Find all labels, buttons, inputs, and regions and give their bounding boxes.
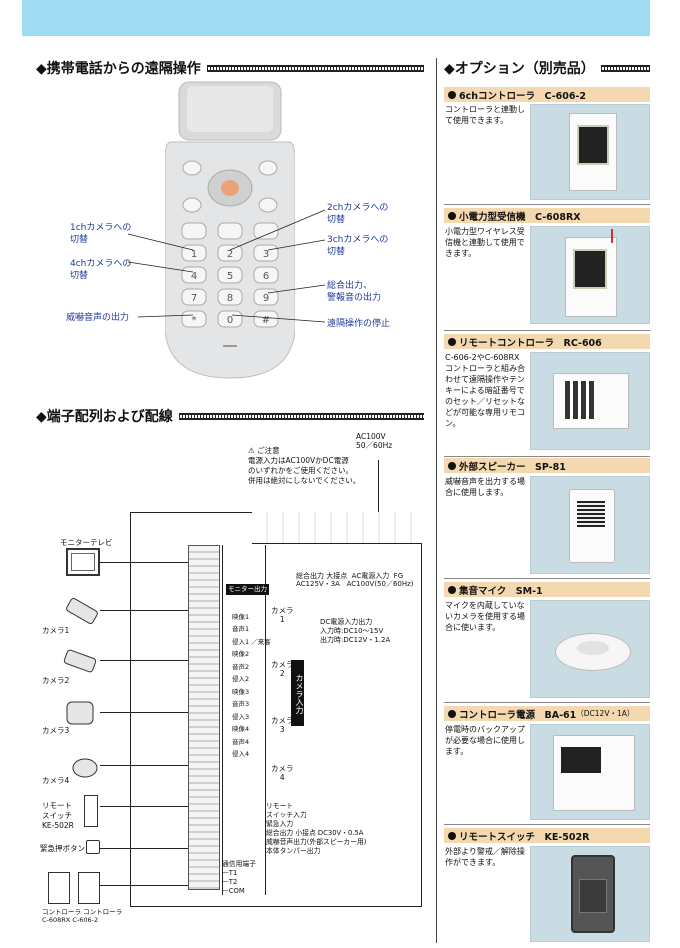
control-unit-box: [130, 512, 422, 907]
callout-ch4: 4chカメラへの 切替: [70, 259, 132, 281]
key-star: *: [192, 315, 197, 326]
wire-cam4: [100, 765, 188, 766]
camera-label-3: カメラ3: [42, 726, 70, 735]
bullet-icon: [448, 461, 456, 470]
wire-remote: [100, 806, 188, 807]
wire-ac: [378, 460, 379, 512]
bottom-terminal-labels: リモート スイッチ入力 緊急入力 総合出力 小接点 DC30V・0.5A 威嚇音…: [266, 802, 367, 855]
option-rc606: リモートコントローラ RC-606: [444, 334, 650, 349]
ac-input-label: AC100V 50／60Hz: [356, 432, 393, 450]
camera-label-1: カメラ1: [42, 626, 70, 635]
bullet-icon: [448, 709, 456, 718]
camera-label-4: カメラ4: [42, 776, 70, 785]
remote-section-title: ◆携帯電話からの遠隔操作: [36, 58, 424, 78]
option-ba61: コントローラ電源 BA-61（DC12V・1A）: [444, 706, 650, 721]
callout-all: 総合出力、 警報音の出力: [327, 281, 382, 303]
option-rc606-desc: C-606-2やC-608RX コントローラと組み合 わせて遠隔操作やテン キー…: [445, 353, 525, 428]
bullet-icon: [448, 337, 456, 346]
controllers-label: コントローラ コントローラ C-608RX C-606-2: [42, 908, 123, 924]
camera-input-label: カメラ入力: [291, 660, 304, 726]
key-2: 2: [227, 249, 233, 260]
key-9: 9: [263, 293, 269, 304]
speaker-sp81-image: [530, 476, 650, 574]
wire-cam3: [100, 712, 188, 713]
camera-label-2: カメラ2: [42, 676, 70, 685]
option-ke502r-desc: 外部より警戒／解除操 作ができます。: [445, 847, 525, 867]
wire-emergency: [100, 848, 188, 849]
option-c608rx: 小電力型受信機 C-608RX: [444, 208, 650, 223]
camera-group-2: カメラ 2: [271, 660, 294, 678]
bullet-icon: [448, 831, 456, 840]
callout-leaders: [127, 209, 326, 323]
top-terminal-labels: 総合出力 大接点 AC電源入力 FG AC125V・3A AC100V(50／6…: [296, 572, 414, 588]
terminal-block: [222, 545, 266, 895]
option-sp81-desc: 威嚇音声を出力する場 合に使用します。: [445, 477, 525, 497]
key-5: 5: [227, 271, 233, 282]
top-color-band: [22, 0, 650, 36]
bullet-icon: [448, 211, 456, 220]
camera-group-3: カメラ 3: [271, 716, 294, 734]
bullet-icon: [448, 585, 456, 594]
callout-ch1: 1chカメラへの 切替: [70, 223, 132, 245]
wire-cam2: [100, 660, 188, 661]
mic-sm1-image: [530, 600, 650, 698]
callout-stop: 遠隔操作の停止: [327, 319, 391, 329]
key-3: 3: [263, 249, 269, 260]
camera-row-labels: 映像1 音声1 侵入1 ／来客 映像2 音声2 侵入2 映像3 音声3 侵入3 …: [232, 612, 271, 759]
top-terminal-strip: [252, 512, 422, 544]
options-section-title: ◆オプション（別売品）: [444, 58, 650, 78]
controller-c608rx-icon: [48, 872, 70, 904]
key-hash: #: [262, 315, 270, 326]
wire-cam1: [100, 610, 188, 611]
monitor-tv-icon: [66, 548, 100, 576]
option-sm1-desc: マイクを内蔵していな いカメラを使用する場 合に使います。: [445, 601, 525, 632]
phone-illustration: 1 2 3 4 5 6 7 8 9 * 0 #: [165, 81, 295, 379]
remote-switch-icon: [84, 795, 98, 827]
key-0: 0: [227, 315, 233, 326]
emergency-button-icon: [86, 840, 100, 854]
option-c606-2-desc: コントローラと連動し て使用できます。: [445, 105, 525, 125]
comm-terminal-labels: 通信用端子 —T1 —T2 —COM: [222, 860, 256, 895]
power-ba61-image: [530, 724, 650, 820]
camera-group-4: カメラ 4: [271, 764, 294, 782]
callout-ch3: 3chカメラへの 切替: [327, 235, 389, 257]
option-c606-2: 6chコントローラ C-606-2: [444, 87, 650, 102]
controller-c606-2-image: [530, 104, 650, 200]
callout-threat: 威嚇音声の出力: [66, 313, 130, 323]
key-6: 6: [263, 271, 269, 282]
option-sm1: 集音マイク SM-1: [444, 582, 650, 597]
option-c608rx-desc: 小電力型ワイヤレス受 信機と連動して使用で きます。: [445, 227, 525, 258]
key-4: 4: [191, 271, 197, 282]
bullet-icon: [448, 90, 456, 99]
option-ke502r: リモートスイッチ KE-502R: [444, 828, 650, 843]
key-7: 7: [191, 293, 197, 304]
column-divider: [436, 58, 437, 943]
emergency-button-label: 緊急押ボタン: [40, 844, 85, 853]
remote-rc606-image: [530, 352, 650, 450]
option-ba61-desc: 停電時のバックアップ が必要な場合に使用し ます。: [445, 725, 525, 756]
callout-ch2: 2chカメラへの 切替: [327, 203, 389, 225]
wire-monitor: [100, 562, 188, 563]
remote-switch-label: リモート スイッチ KE-502R: [42, 801, 74, 830]
monitor-tv-label: モニターテレビ: [60, 538, 113, 547]
power-notice: ⚠ ご注意 電源入力はAC100VかDC電源 のいずれかをご使用ください。 併用…: [248, 446, 361, 485]
terminal-section-title: ◆端子配列および配線: [36, 406, 424, 426]
monitor-output-label: モニター出力: [226, 584, 269, 595]
side-terminal-strip: [188, 545, 220, 890]
wire-controller: [100, 885, 188, 886]
controller-c6062-icon: [78, 872, 100, 904]
receiver-c608rx-image: [530, 226, 650, 324]
camera-icons: [63, 598, 98, 778]
key-8: 8: [227, 293, 233, 304]
switch-ke502r-image: [530, 846, 650, 942]
dc-input-label: DC電源入力出力 入力時:DC10〜15V 出力時:DC12V・1.2A: [320, 618, 391, 644]
key-1: 1: [191, 249, 197, 260]
option-sp81: 外部スピーカー SP-81: [444, 458, 650, 473]
camera-group-1: カメラ 1: [271, 606, 294, 624]
